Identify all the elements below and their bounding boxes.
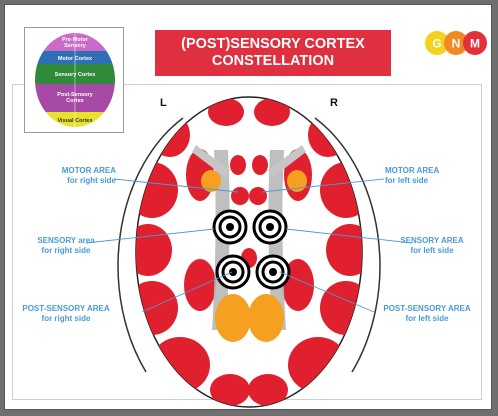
label-sensory-area-right-side: SENSORY area for right side [26, 236, 106, 256]
logo-letter-n: N [452, 37, 461, 51]
label-line: for right side [67, 176, 116, 185]
title-banner: (POST)SENSORY CORTEX CONSTELLATION [155, 30, 391, 76]
label-postsensory-area-left-side: POST-SENSORY AREA for left side [374, 304, 480, 324]
hemisphere-right-label: R [330, 97, 338, 109]
thumb-label-visual: Visual Cortex [57, 118, 93, 124]
label-line: POST-SENSORY AREA [22, 304, 110, 313]
label-line: MOTOR AREA [61, 166, 116, 175]
motor-area-right-zone [287, 170, 307, 192]
gnm-logo: G N M [425, 31, 487, 55]
label-line: SENSORY AREA [400, 236, 464, 245]
motor-area-left-zone [201, 170, 221, 192]
skull-arc-right [314, 117, 381, 373]
label-line: for left side [385, 176, 429, 185]
label-motor-area-right-side: MOTOR AREA for right side [40, 166, 116, 186]
thumb-label-motor: Motor Cortex [58, 56, 93, 62]
label-postsensory-area-right-side: POST-SENSORY AREA for right side [14, 304, 118, 324]
label-line: SENSORY area [37, 236, 95, 245]
postsensory-target-right [255, 254, 291, 290]
leader-lines [85, 178, 413, 313]
logo-letter-m: M [470, 37, 480, 51]
title-line-2: CONSTELLATION [211, 53, 335, 69]
label-line: POST-SENSORY AREA [383, 304, 471, 313]
hemisphere-left-label: L [160, 97, 167, 109]
postsensory-target-left [215, 254, 251, 290]
skull-arc-left [117, 117, 184, 373]
sensory-target-right [252, 209, 288, 245]
logo-letter-g: G [432, 37, 441, 51]
postsensory-area-right-zone [248, 294, 284, 342]
label-motor-area-left-side: MOTOR AREA for left side [385, 166, 465, 186]
label-line: MOTOR AREA [385, 166, 440, 175]
postsensory-area-left-zone [215, 294, 251, 342]
thumb-label-sensory: Sensory Cortex [55, 72, 97, 78]
cortex-zones [136, 98, 362, 406]
sensory-target-left [212, 209, 248, 245]
title-line-1: (POST)SENSORY CORTEX [181, 36, 365, 52]
label-line: for right side [41, 314, 91, 323]
label-line: for left side [410, 246, 454, 255]
label-line: for right side [41, 246, 91, 255]
label-line: for left side [405, 314, 449, 323]
label-sensory-area-left-side: SENSORY AREA for left side [390, 236, 474, 256]
